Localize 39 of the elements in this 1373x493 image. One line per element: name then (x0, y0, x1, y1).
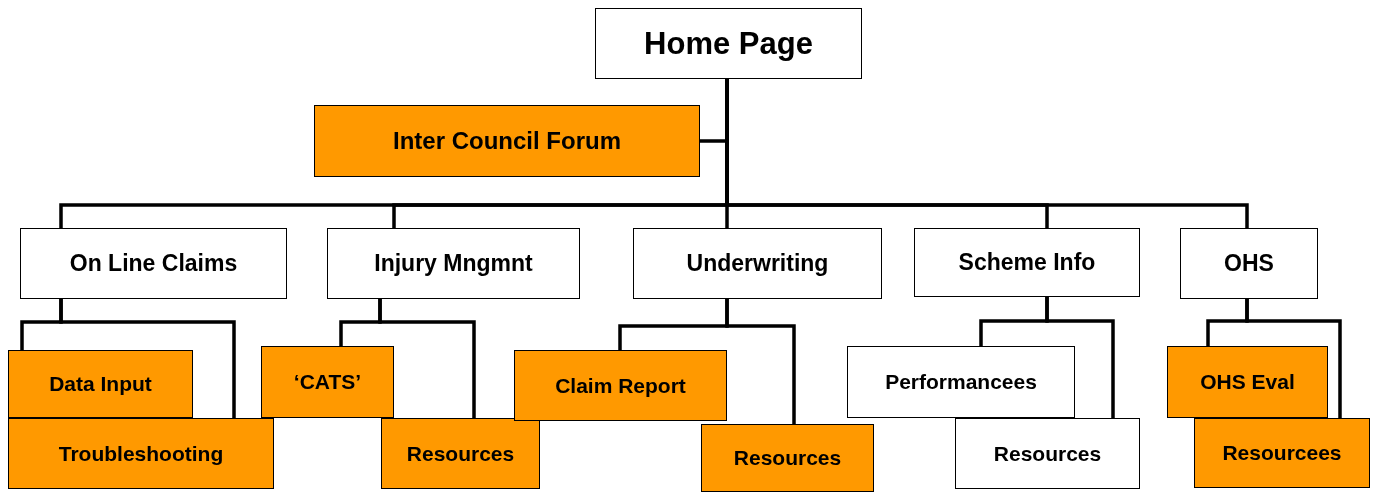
box-label: Resources (993, 441, 1102, 466)
page-box (633, 228, 882, 299)
highlighted-box (701, 424, 874, 492)
page-box (1180, 228, 1318, 299)
box-label: Resourcees (1222, 441, 1342, 465)
box-label: Resources (406, 441, 515, 466)
box-label: On Line Claims (69, 250, 238, 277)
connector-line (725, 299, 796, 424)
page-box (595, 8, 862, 79)
box-label: Troubleshooting (58, 441, 224, 466)
page-box (955, 418, 1140, 489)
box-label: OHS (1224, 250, 1274, 277)
highlighted-box (1194, 418, 1370, 488)
highlighted-box (1167, 346, 1328, 418)
box-label: Home Page (644, 25, 813, 62)
box-label: OHS Eval (1200, 370, 1295, 394)
highlighted-box (514, 350, 727, 421)
page-box (847, 346, 1075, 418)
page-box (20, 228, 287, 299)
box-label: Data Input (49, 372, 152, 396)
box-label: Underwriting (686, 250, 829, 277)
box-label: Performancees (885, 370, 1037, 394)
connector-line (1245, 299, 1342, 418)
box-label: Resources (733, 446, 842, 470)
highlighted-box (314, 105, 700, 177)
box-label: Inter Council Forum (393, 127, 621, 155)
highlighted-box (8, 350, 193, 418)
page-box (914, 228, 1140, 297)
box-label: Scheme Info (958, 249, 1096, 276)
box-label: Injury Mngmnt (374, 250, 533, 277)
box-label: ‘CATS’ (293, 370, 362, 394)
box-label: Claim Report (555, 373, 686, 398)
highlighted-box (381, 418, 540, 489)
highlighted-box (8, 418, 274, 489)
connector-line (59, 299, 236, 418)
page-box (327, 228, 580, 299)
connector-line (1045, 297, 1115, 418)
highlighted-box (261, 346, 394, 418)
connector-line (378, 299, 476, 418)
